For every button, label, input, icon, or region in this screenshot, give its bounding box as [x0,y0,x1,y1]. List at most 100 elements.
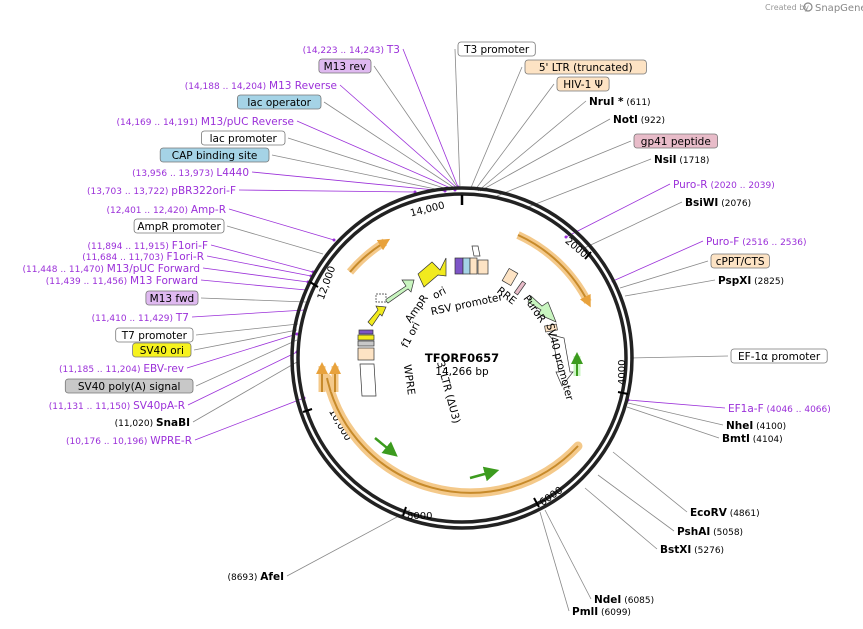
puro-arrow-icon [527,295,557,323]
sv40-poly-a-signal-box [64,378,194,394]
leader-amp-r [228,208,335,241]
pmli-label: PmlI (6099) [572,606,631,618]
sv40-poly-a-signal-label: SV40 poly(A) signal [78,381,181,393]
leader-cap-binding-site [271,154,446,192]
afei-label: (8693) AfeI [227,571,284,583]
primer-marker-amp-r [332,238,336,242]
green-arrow-bottom-2 [469,466,500,482]
cppt-box [544,323,558,333]
leader-ebv-rev [186,333,298,369]
leader-afei [286,509,411,577]
t3-promoter-label: T3 promoter [463,44,530,56]
lac-promoter-label: lac promoter [210,133,278,145]
ruler-label-8000: 8000 [407,511,432,522]
leader-sv40-poly-a-signal [195,339,298,387]
leader-m13-puc-reverse [296,120,456,191]
wpre-block [359,363,377,397]
created-by-text: Created by [765,3,809,12]
insert-arc [326,377,579,494]
snapgene-logo-icon [803,2,813,12]
f1-ori-arrow-icon [367,305,387,327]
sv40-ori-label: SV40 ori [140,345,184,357]
feature-label-f1-ori: f1 ori [399,320,422,350]
t7-promoter-label: T7 promoter [121,330,188,342]
feature-block-2 [462,257,471,275]
leader-lac-operator [323,101,457,190]
leader-m13-reverse [339,84,458,189]
t3-promoter-box [457,41,536,57]
m13-fwd-label: M13 fwd [150,293,195,305]
ndei-label: NdeI (6085) [594,594,654,606]
leader-ef-1-promoter [629,355,729,359]
leader-bstxi [584,487,658,550]
leader-ampr-promoter [226,225,324,255]
l4440-label: (13,956 .. 13,973) L4440 [132,167,249,179]
tick-mark-4000 [617,391,629,395]
leader-t3 [402,48,459,188]
leader-m13-fwd [200,297,307,303]
ecorv-label: EcoRV (4861) [690,507,760,519]
tick-mark-10000 [302,408,313,413]
feature-block-1 [454,257,464,275]
leader-cppt-cts [619,260,709,289]
f1ori-f-label: (11,894 .. 11,915) F1ori-F [87,240,208,252]
nsii-label: NsiI (1718) [654,154,709,166]
leader-pspxi [624,279,716,297]
rsv-promoter-arrow-icon [471,245,481,257]
bsiwi-label: BsiWI (2076) [685,197,751,209]
leader-l4440 [251,171,446,192]
leader-ecorv [612,451,688,513]
m13-puc-reverse-label: (14,169 .. 14,191) M13/pUC Reverse [117,116,295,128]
t7-label: (11,410 .. 11,429) T7 [92,312,189,324]
leader-bsiwi [579,201,683,251]
leader-pmli [539,511,570,612]
m13-reverse-label: (14,188 .. 14,204) M13 Reverse [185,80,337,92]
tick-mark-8000 [402,506,407,517]
leader-bmti [626,406,720,439]
leader-nhei [627,402,724,426]
hiv-1-box [556,76,610,92]
primer-marker-puro-r [564,235,568,239]
feature-label-sv40-promoter: SV40 promoter [543,322,575,402]
tick-mark-12000 [309,281,319,288]
ruler [302,195,629,517]
sv40pa-block [357,340,375,347]
leader-nrui [477,100,587,192]
leader-sv40pa-r [187,351,298,406]
t7-promoter-box [115,327,194,343]
leader-m13-forward [200,279,307,291]
feature-label-wpre: WPRE [401,364,417,396]
leader-sv40-ori [193,329,298,351]
m13-rev-label: M13 rev [324,61,367,73]
leader-ef1a-f [627,399,726,409]
t7-block [358,329,374,335]
pspxi-label: PspXI (2825) [718,275,784,287]
puro-r-label: Puro-R (2020 .. 2039) [673,179,775,191]
feature-label-ampr: AmpR [403,293,431,326]
cppt-cts-box [710,253,770,269]
lac-block [375,293,387,303]
leader-puro-f [612,240,704,282]
feature-block-3 [469,257,478,275]
leader-5-ltr-truncated [469,66,523,191]
leader-t7 [191,309,306,318]
gp41-peptide-box [633,133,718,149]
m13-puc-forward-label: (11,448 .. 11,470) M13/pUC Forward [22,263,200,275]
snapgene-brand: SnapGene [815,3,863,14]
leader-pshai [597,474,675,532]
wpre-r-label: (10,176 .. 10,196) WPRE-R [66,435,192,447]
cap-binding-site-box [159,147,270,163]
bmti-label: BmtI (4104) [722,433,783,445]
ef1a-f-label: EF1a-F (4046 .. 4066) [728,403,831,415]
leader-f1ori-f [210,244,314,273]
ruler-label-4000: 4000 [617,360,628,385]
leader-f1ori-r [206,255,312,277]
cppt-cts-label: cPPT/CTS [716,256,765,268]
m13-forward-label: (11,439 .. 11,456) M13 Forward [46,275,198,287]
sv40-ori-box [132,342,192,358]
ltr3-block [357,347,375,361]
lac-operator-label: lac operator [247,97,311,109]
